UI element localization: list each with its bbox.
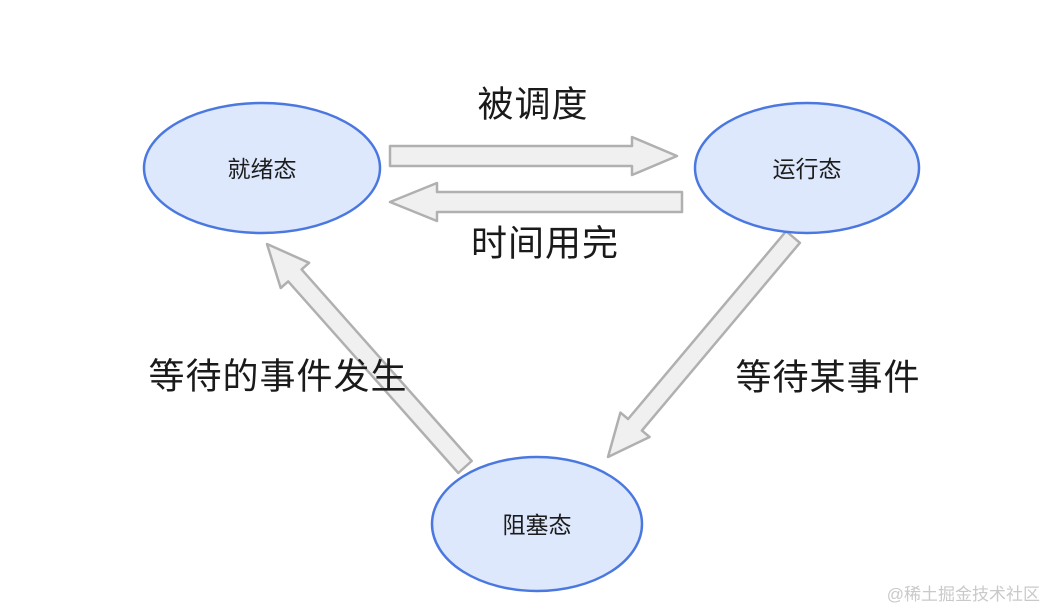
- node-blocked-ellipse: [430, 455, 644, 593]
- node-ready-state: 就绪态: [142, 101, 382, 235]
- node-running-label: 运行态: [773, 156, 842, 182]
- node-blocked-label: 阻塞态: [503, 512, 572, 538]
- edge-label-time-used-up: 时间用完: [471, 223, 619, 264]
- node-running-ellipse: [693, 101, 921, 235]
- edge-label-wait-for-event: 等待某事件: [735, 357, 920, 398]
- arrow-ready-to-running: [388, 135, 679, 177]
- node-ready-ellipse: [142, 101, 382, 235]
- edge-label-scheduled: 被调度: [477, 84, 588, 125]
- node-ready-label: 就绪态: [228, 156, 297, 182]
- arrow-blocked-to-ready: [265, 242, 473, 475]
- node-blocked-state: 阻塞态: [430, 455, 644, 593]
- watermark-juejin-community: @稀土掘金技术社区: [887, 585, 1040, 604]
- arrow-running-to-blocked: [606, 229, 802, 459]
- edge-label-awaited-event-occurs: 等待的事件发生: [148, 356, 407, 397]
- node-running-state: 运行态: [693, 101, 921, 235]
- arrow-running-to-ready: [388, 181, 684, 223]
